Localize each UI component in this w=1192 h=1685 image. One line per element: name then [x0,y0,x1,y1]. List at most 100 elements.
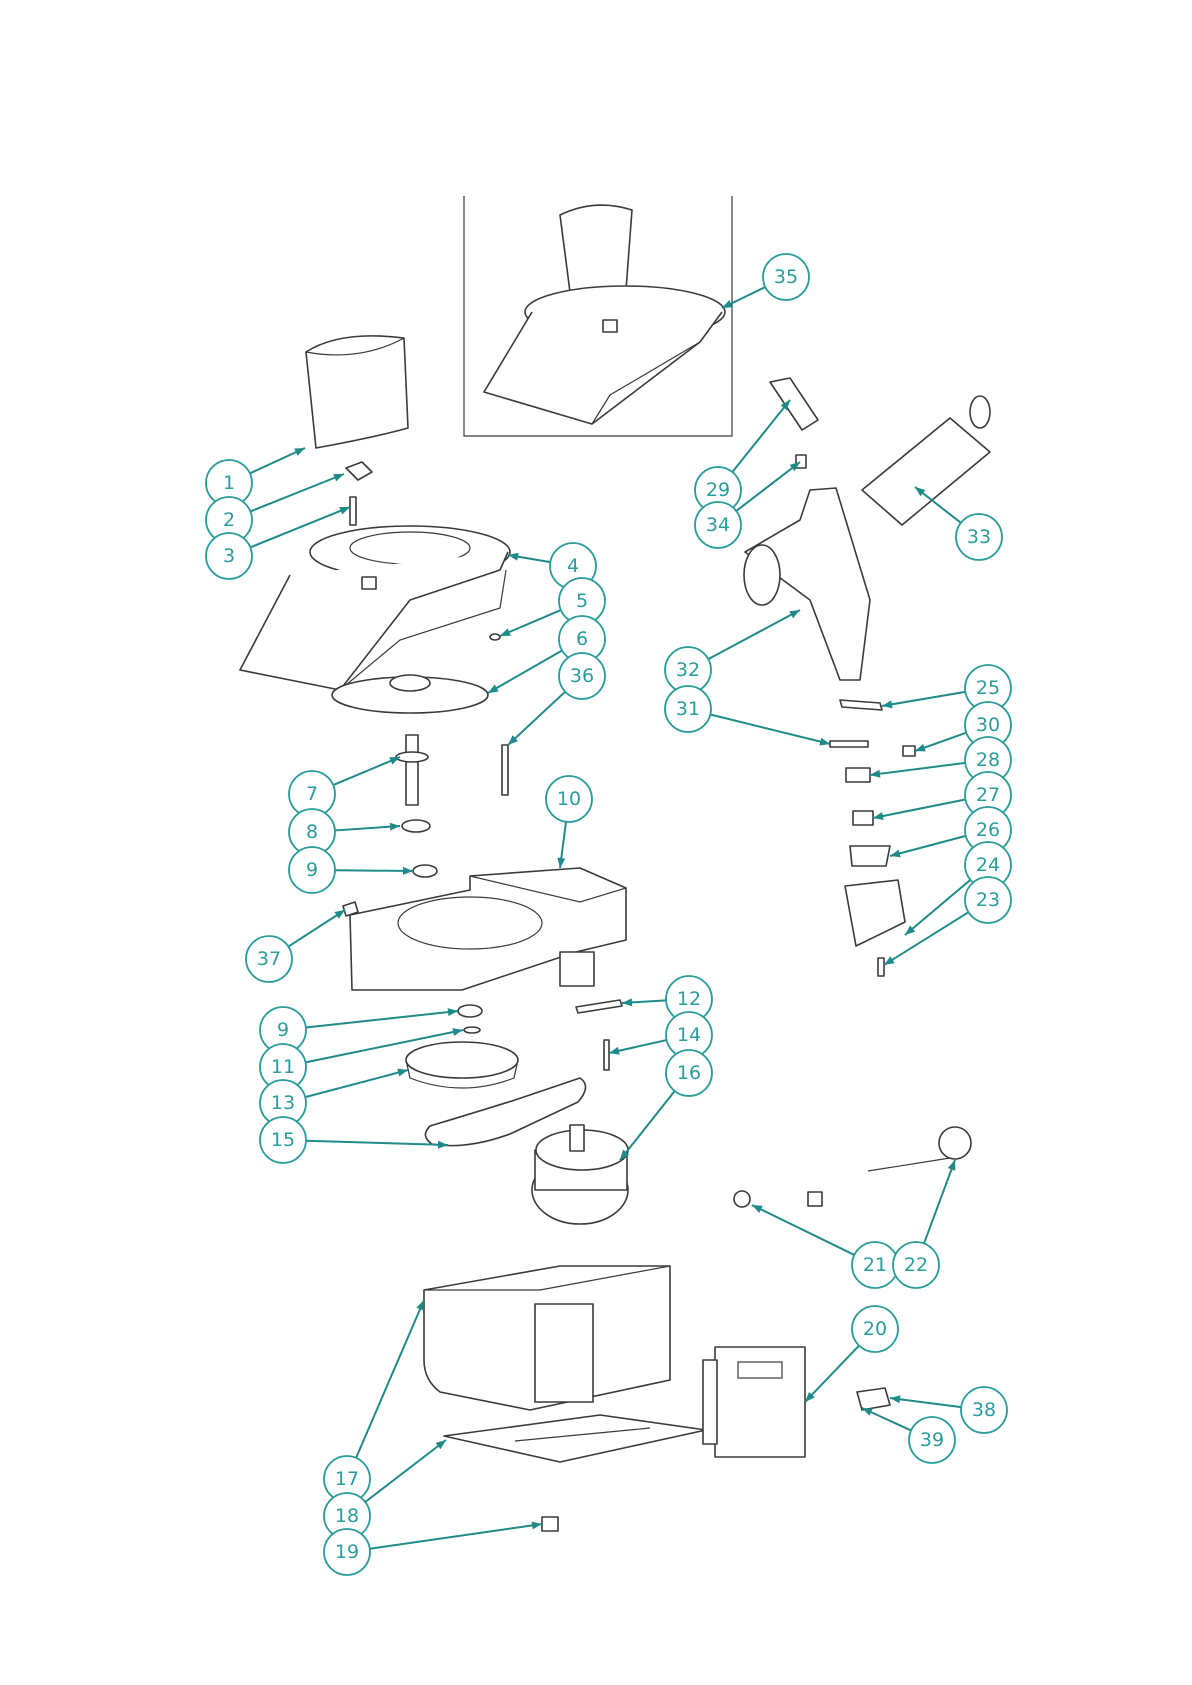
part-screw [878,958,884,976]
leader-line [620,1091,675,1160]
leader-arrowhead [557,858,565,868]
leader-arrowhead [884,956,895,965]
leader-line [356,1300,424,1458]
callout-number: 24 [976,854,1000,876]
leader-line [870,763,965,775]
leader-line [288,910,345,947]
leader-arrowhead [870,770,880,778]
part-roller [846,768,870,782]
leader-line [306,1141,448,1145]
callout-number: 21 [863,1254,887,1276]
part-latch [853,811,873,825]
part-cable-glands [734,1191,822,1207]
part-pin [350,497,356,525]
callout-number: 9 [306,859,318,881]
callout-number: 22 [904,1254,928,1276]
leader-line [752,1205,854,1255]
callout-number: 6 [576,628,588,650]
leader-line [736,462,800,511]
callout-number: 26 [976,819,1000,841]
callout-number: 19 [335,1541,359,1563]
leader-line [873,800,965,818]
callout-number: 36 [570,665,594,687]
part-lid-housing [240,526,510,690]
callout-number: 5 [576,590,588,612]
callout-number: 18 [335,1505,359,1527]
leader-arrowhead [488,685,499,693]
leader-line [882,692,965,706]
leader-arrowhead [532,1521,542,1529]
leader-arrowhead [622,998,632,1006]
callout-number: 3 [223,545,235,567]
callout-number: 11 [271,1056,295,1078]
part-tab [850,846,890,866]
callout-number: 13 [271,1092,295,1114]
callout-number: 31 [676,698,700,720]
leader-line [488,650,562,693]
leader-arrowhead [294,448,305,456]
leader-arrowhead [890,850,901,858]
callout-number: 23 [976,889,1000,911]
part-switch [857,1388,890,1410]
callout-number: 12 [677,988,701,1010]
callout-number: 9 [277,1019,289,1041]
part-rod [502,745,508,795]
leader-arrowhead [334,910,345,919]
part-comb-bracket [770,378,818,430]
callout-number: 10 [557,788,581,810]
part-feed-chute [306,336,408,448]
leader-arrowhead [389,757,400,765]
callout-number: 34 [706,514,730,536]
part-base-plate [350,868,626,990]
leader-arrowhead [722,300,733,308]
leader-line [890,1398,961,1407]
leader-line [890,836,966,856]
leader-line [365,1440,446,1502]
part-knob [346,462,372,480]
callout-number: 38 [972,1399,996,1421]
callout-number: 29 [706,479,730,501]
callout-number: 2 [223,509,235,531]
part-feed-tube-arm [744,488,870,680]
part-shaft [396,735,428,805]
leader-line [250,474,344,511]
part-foot [542,1517,558,1531]
callout-number: 33 [967,526,991,548]
part-bushing-lower [458,1005,482,1017]
leader-line [710,715,830,744]
callout-number: 25 [976,677,1000,699]
callout-number: 39 [920,1429,944,1451]
part-blade [576,1000,622,1013]
leader-arrowhead [339,507,350,514]
leader-arrowhead [500,628,511,636]
callout-number: 20 [863,1318,887,1340]
leader-arrowhead [333,474,344,481]
callout-number: 27 [976,784,1000,806]
callout-number: 28 [976,749,1000,771]
leader-arrowhead [789,610,800,618]
part-small-screw [490,634,500,640]
part-control-box [703,1347,805,1457]
leader-line [905,880,970,935]
leader-arrowhead [873,812,884,820]
callout-number: 7 [306,783,318,805]
leader-arrowhead [862,1408,873,1416]
leader-line [708,610,800,659]
callout-number: 32 [676,659,700,681]
leader-arrowhead [397,1069,408,1077]
part-bushing-upper [413,865,437,877]
leader-arrowhead [890,1395,900,1403]
leader-arrowhead [403,867,413,875]
leader-line [370,1524,542,1549]
leader-arrowhead [915,744,926,752]
part-motor [532,1125,628,1224]
leader-arrowhead [948,1160,955,1171]
leader-arrowhead [390,823,400,831]
callout-number: 4 [567,555,579,577]
leader-line [305,1070,408,1097]
part-power-cable [868,1127,971,1171]
callout-number: 37 [257,948,281,970]
leader-line [805,1346,859,1402]
leader-arrowhead [452,1028,463,1036]
